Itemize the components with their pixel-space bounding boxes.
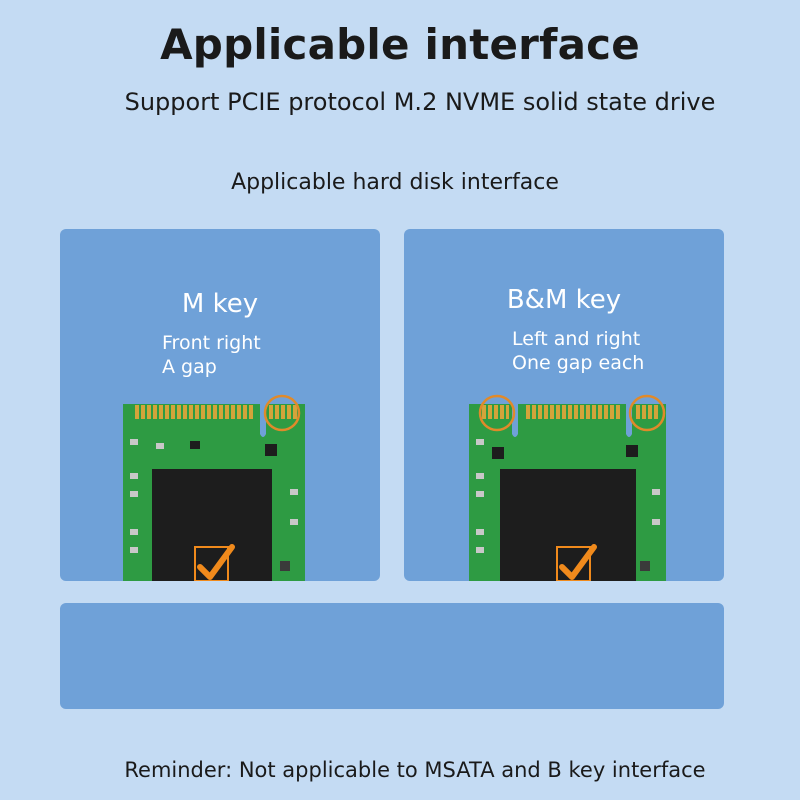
page-subtitle: Support PCIE protocol M.2 NVME solid sta… (124, 88, 716, 116)
key-description-line2: One gap each (512, 352, 645, 374)
key-name: M key (181, 289, 259, 319)
m-key-panel: M key Front right A gap (60, 229, 380, 581)
bottom-banner (60, 603, 724, 709)
key-description-line1: Left and right (512, 328, 641, 350)
key-description-line1: Front right (162, 332, 261, 354)
checkmark-icon (559, 544, 597, 580)
section-label: Applicable hard disk interface (231, 170, 559, 195)
m2-ssd-board-icon (469, 394, 666, 581)
reminder-text: Reminder: Not applicable to MSATA and B … (124, 758, 706, 782)
checkmark-icon (197, 544, 235, 580)
page-title: Applicable interface (160, 20, 640, 69)
bm-key-panel: B&M key Left and right One gap each (404, 229, 724, 581)
key-description-line2: A gap (162, 356, 217, 378)
gap-highlight-circle-icon (263, 394, 301, 432)
gap-highlight-circle-icon (628, 394, 666, 432)
m2-ssd-board-icon (123, 394, 305, 581)
gap-highlight-circle-icon (478, 394, 516, 432)
key-name: B&M key (506, 285, 622, 315)
